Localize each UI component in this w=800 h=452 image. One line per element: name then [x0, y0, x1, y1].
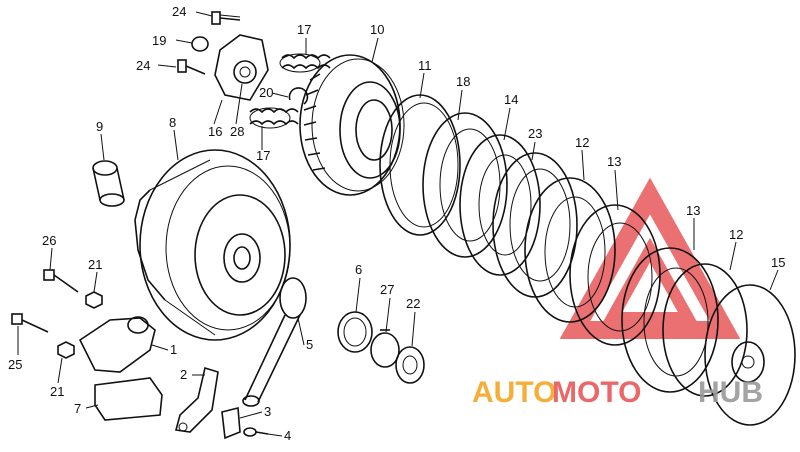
nut-21-bottom — [57, 341, 75, 359]
lifter-arm-1 — [78, 316, 156, 373]
nut-21-top — [85, 291, 103, 309]
ring-6 — [337, 311, 373, 353]
leader-lines — [17, 11, 779, 437]
circlip-20 — [288, 87, 309, 105]
label-5: 5 — [306, 337, 313, 352]
label-13-top: 13 — [607, 154, 621, 169]
label-12-top: 12 — [575, 135, 589, 150]
clutch-center-10 — [299, 54, 405, 196]
label-27: 27 — [380, 282, 394, 297]
label-16: 16 — [208, 124, 222, 139]
part-labels: 24 19 24 17 10 11 18 14 23 12 13 13 12 1… — [8, 4, 785, 443]
label-24-top: 24 — [172, 4, 186, 19]
pin-4 — [243, 427, 269, 437]
label-22: 22 — [406, 296, 420, 311]
watermark-text: AUTO MOTO HUB — [472, 376, 763, 409]
label-11: 11 — [418, 58, 432, 73]
friction-disc-12b — [662, 263, 748, 397]
label-13-right: 13 — [686, 203, 700, 218]
label-17-bottom: 17 — [256, 148, 270, 163]
collar-9 — [92, 160, 125, 207]
washer-22 — [395, 346, 425, 384]
clutch-plate-23 — [492, 152, 578, 298]
spring-17-top — [279, 53, 331, 73]
label-25: 25 — [8, 357, 22, 372]
clutch-plate-14 — [459, 134, 541, 276]
label-18: 18 — [456, 74, 470, 89]
label-1: 1 — [170, 342, 177, 357]
label-8: 8 — [169, 115, 176, 130]
label-21-top: 21 — [88, 257, 102, 272]
spring-17-bottom — [249, 107, 299, 129]
label-17-top: 17 — [297, 22, 311, 37]
pin-3 — [221, 406, 241, 440]
watermark-moto: MOTO — [552, 376, 641, 409]
rubber-pad-7 — [94, 377, 163, 421]
label-21-bottom: 21 — [50, 384, 64, 399]
label-12-right: 12 — [729, 227, 743, 242]
bolt-25 — [11, 313, 49, 333]
lifter-rod-5 — [242, 277, 307, 407]
ring-27 — [370, 329, 400, 368]
label-10: 10 — [370, 22, 384, 37]
lever-2 — [174, 366, 219, 433]
watermark-auto: AUTO — [472, 376, 556, 409]
clutch-outer-8 — [134, 149, 291, 341]
label-24-mid: 24 — [136, 58, 150, 73]
bolt-26 — [43, 269, 79, 293]
label-2: 2 — [180, 367, 187, 382]
friction-disc-18 — [422, 112, 508, 258]
clutch-plate-13b — [621, 247, 719, 393]
washer-19 — [191, 36, 209, 52]
label-26: 26 — [42, 233, 56, 248]
friction-disc-12a — [524, 177, 616, 323]
label-28: 28 — [230, 124, 244, 139]
watermark-hub: HUB — [698, 376, 763, 409]
label-14: 14 — [504, 92, 518, 107]
label-23: 23 — [528, 126, 542, 141]
label-20: 20 — [259, 85, 273, 100]
label-9: 9 — [96, 119, 103, 134]
label-19: 19 — [152, 33, 166, 48]
label-3: 3 — [264, 404, 271, 419]
outer-plate-15 — [704, 284, 796, 426]
pump-cover-16 — [214, 34, 269, 101]
label-4: 4 — [284, 428, 291, 443]
label-15: 15 — [771, 255, 785, 270]
label-6: 6 — [355, 262, 362, 277]
bolt-24-top — [211, 11, 241, 25]
label-7: 7 — [74, 401, 81, 416]
bolt-24-mid — [177, 59, 206, 75]
